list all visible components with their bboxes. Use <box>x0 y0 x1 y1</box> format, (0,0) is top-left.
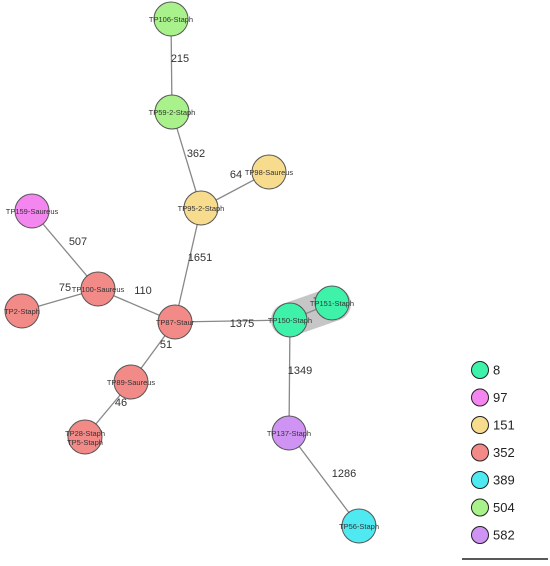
node-circle <box>80 271 116 307</box>
legend-swatch <box>471 443 489 462</box>
legend-label: 352 <box>493 445 515 460</box>
node-label: TP95-2-Staph <box>178 204 225 213</box>
edge-tp150-tp137 <box>288 319 291 434</box>
node-label: TP28-Staph <box>65 429 105 438</box>
legend-item-8: 8 <box>471 361 500 379</box>
edge-tp137-tp56 <box>288 432 360 527</box>
node-circle <box>341 508 377 544</box>
edge-distance-label: 64 <box>230 169 242 181</box>
node-label: TP151-Staph <box>310 299 354 308</box>
node-circle <box>251 154 287 190</box>
node-tp98[interactable]: TP98-Saureus <box>245 154 294 190</box>
node-label: TP159-Saureus <box>6 207 59 216</box>
legend-swatch <box>471 416 489 434</box>
legend-label: 504 <box>493 500 515 515</box>
legend-swatch <box>471 471 489 489</box>
edge-distance-label: 46 <box>115 397 127 409</box>
node-tp100[interactable]: TP100-Saureus <box>72 271 125 307</box>
legend-label: 582 <box>493 528 515 543</box>
node-label: TP137-Staph <box>267 429 311 438</box>
node-label: TP98-Saureus <box>245 168 294 177</box>
legend-item-151: 151 <box>471 416 515 434</box>
legend-swatch <box>471 361 489 379</box>
node-label: TP5-Staph <box>67 438 103 447</box>
node-tp89[interactable]: TP89-Saureus <box>107 364 156 400</box>
node-label: TP150-Staph <box>268 316 312 325</box>
legend-swatch <box>471 526 489 544</box>
edge-distance-label: 1651 <box>188 252 212 264</box>
node-circle <box>272 302 308 338</box>
node-label: TP2-Staph <box>4 307 40 316</box>
legend-label: 97 <box>493 390 507 405</box>
node-circle <box>157 304 193 340</box>
node-circle <box>113 364 149 400</box>
node-circle <box>154 94 190 130</box>
edge-distance-label: 75 <box>59 282 71 294</box>
node-circle <box>4 293 40 329</box>
edges: 2153626416515077511013755146713491286 <box>21 18 360 527</box>
legend-item-582: 582 <box>471 526 515 544</box>
node-label: TP100-Saureus <box>72 285 125 294</box>
node-circle <box>67 419 103 455</box>
edge-distance-label: 507 <box>69 236 87 248</box>
node-tp59[interactable]: TP59-2-Staph <box>149 94 196 130</box>
legend-item-389: 389 <box>471 471 515 489</box>
node-tp159[interactable]: TP159-Saureus <box>6 193 59 229</box>
legend-label: 389 <box>493 473 515 488</box>
nodes: TP106-StaphTP59-2-StaphTP98-SaureusTP95-… <box>4 1 379 544</box>
edge-tp95-tp87 <box>174 207 202 323</box>
node-tp137[interactable]: TP137-Staph <box>267 415 311 451</box>
node-circle <box>271 415 307 451</box>
node-tp151[interactable]: TP151-Staph <box>310 285 354 321</box>
node-circle <box>153 1 189 37</box>
node-circle <box>14 193 50 229</box>
node-tp56[interactable]: TP56-Staph <box>339 508 379 544</box>
node-tp2[interactable]: TP2-Staph <box>4 293 40 329</box>
legend-label: 8 <box>493 363 500 378</box>
edge-tp87-tp150 <box>174 319 291 323</box>
edge-distance-label: 215 <box>171 53 189 65</box>
legend-item-504: 504 <box>471 498 515 517</box>
edge-distance-label: 1286 <box>332 468 356 480</box>
node-label: TP89-Saureus <box>107 378 156 387</box>
node-circle <box>183 190 219 226</box>
edge-distance-label: 1349 <box>288 365 312 377</box>
node-label: TP106-Staph <box>149 15 193 24</box>
node-circle <box>314 285 350 321</box>
legend: 8 97 151 352 389 504 582 <box>471 361 515 544</box>
edge-distance-label: 110 <box>134 285 152 297</box>
node-label: TP87-Staur <box>156 318 195 327</box>
edge-distance-label: 362 <box>187 148 205 160</box>
node-tp95[interactable]: TP95-2-Staph <box>178 190 225 226</box>
node-label: TP56-Staph <box>339 522 379 531</box>
legend-item-352: 352 <box>471 443 515 462</box>
node-tp106[interactable]: TP106-Staph <box>149 1 193 37</box>
legend-swatch <box>471 388 489 407</box>
edge-distance-label: 1375 <box>230 318 254 330</box>
edge-distance-label: 51 <box>160 339 172 351</box>
node-tp150[interactable]: TP150-Staph <box>268 302 312 338</box>
legend-label: 151 <box>493 418 515 433</box>
legend-swatch <box>471 498 489 517</box>
node-label: TP59-2-Staph <box>149 108 196 117</box>
node-tp87[interactable]: TP87-Staur <box>156 304 195 340</box>
legend-item-97: 97 <box>471 388 507 407</box>
